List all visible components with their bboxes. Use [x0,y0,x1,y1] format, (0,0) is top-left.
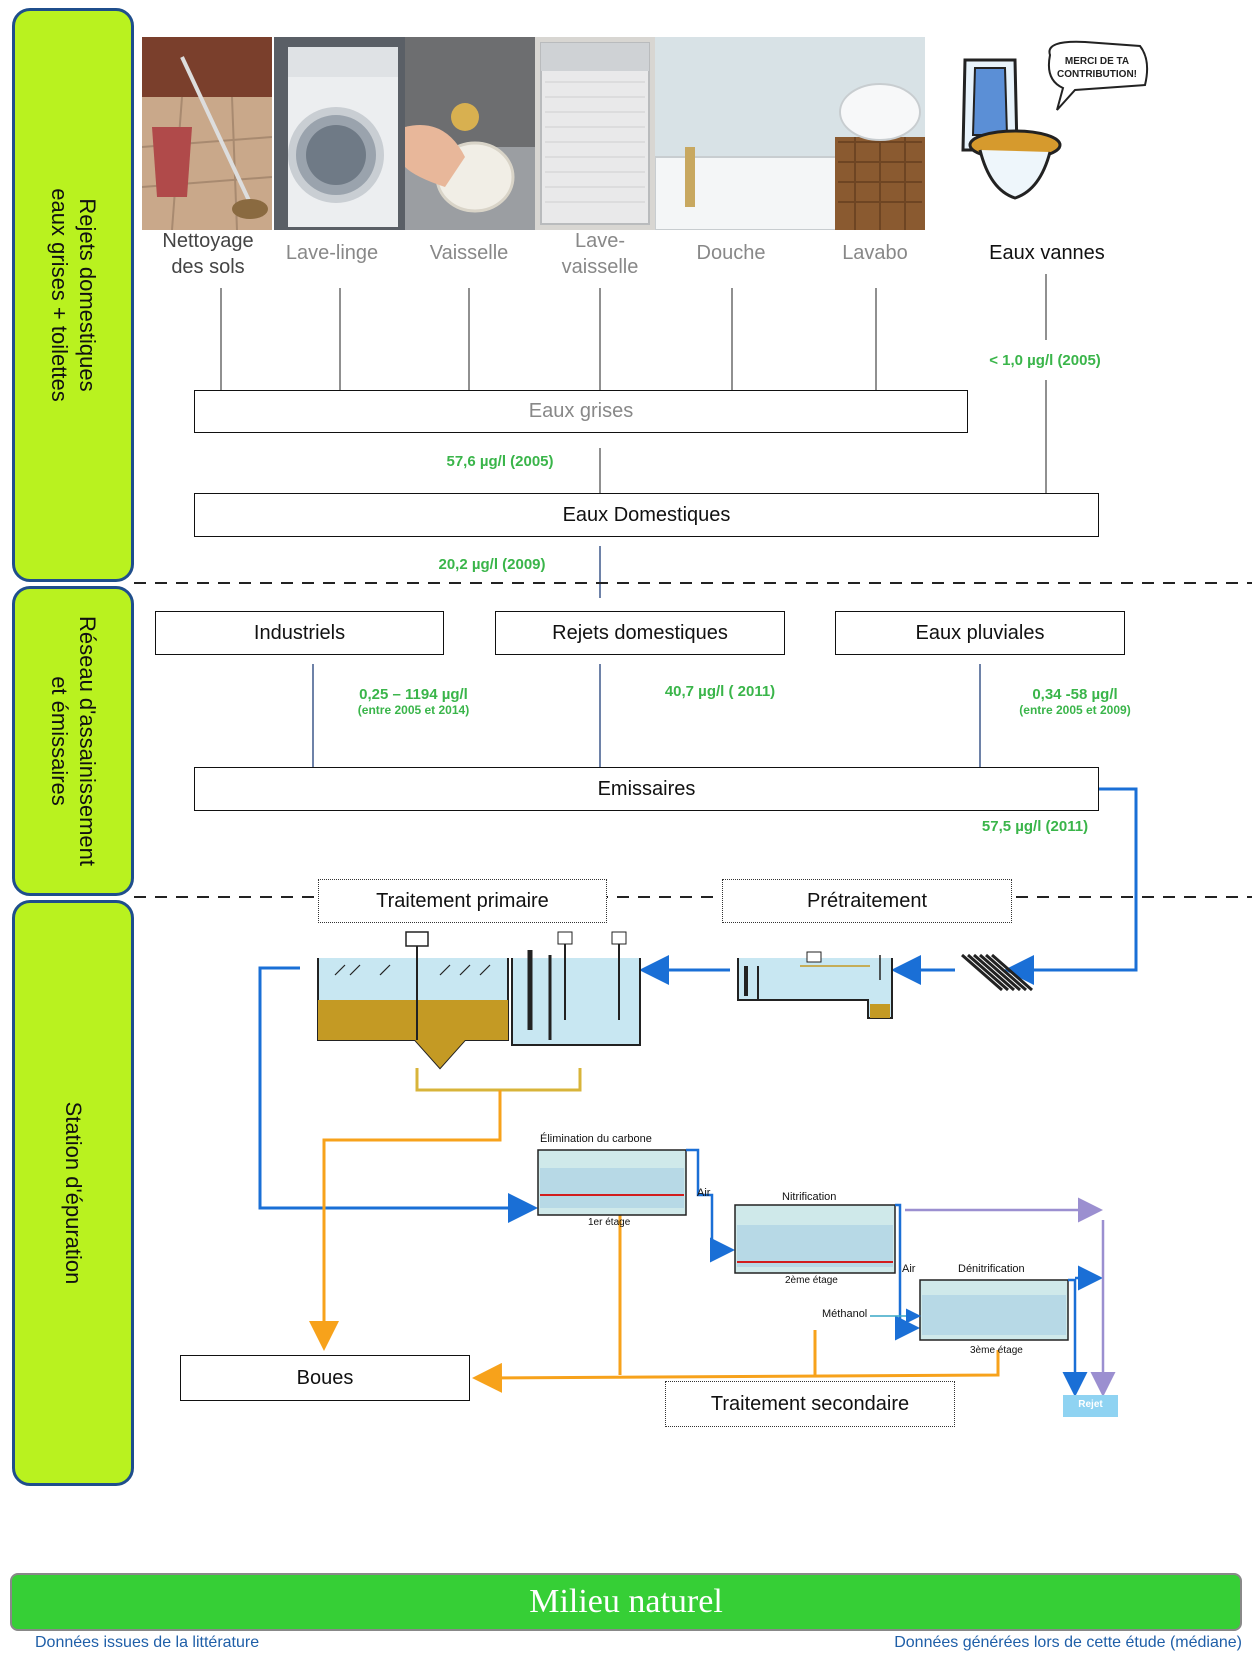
sidebar-station: Station d'épuration [12,900,134,1486]
value-domestic-2009: 20,2 µg/l (2009) [438,556,546,573]
label-stage-2: 2ème étage [785,1275,838,1286]
legend-study: Données générées lors de cette étude (mé… [894,1634,1242,1651]
label-air-1: Air [697,1187,711,1199]
legend-literature: Données issues de la littérature [35,1634,260,1651]
sidebar-network: Réseau d'assainissement et émissaires [12,586,134,896]
value-emissaries: 57,5 µg/l (2011) [981,818,1089,835]
label-denitrification: Dénitrification [958,1263,1025,1275]
washing-machine-photo [274,37,405,230]
value-industrial-range: 0,25 – 1194 µg/l [359,686,468,703]
box-domestic-discharge: Rejets domestiques [495,611,785,655]
value-rain-period: (entre 2005 et 2009) [1019,703,1131,717]
cartoon-speech-line1: MERCI DE TA [1065,56,1129,67]
box-emissaries: Emissaires [194,767,1099,811]
value-domestic-2011: 40,7 µg/l ( 2011) [664,683,776,700]
box-greywater: Eaux grises [194,390,968,433]
label-carbon-removal: Élimination du carbone [540,1133,652,1145]
value-rain: 0,34 -58 µg/l (entre 2005 et 2009) [995,686,1155,717]
value-rain-range: 0,34 -58 µg/l [1032,686,1118,703]
label-reject: Rejet [1078,1399,1103,1410]
box-industrial: Industriels [155,611,444,655]
box-pretreatment: Prétraitement [722,879,1012,923]
source-floor-cleaning: Nettoyage des sols [162,230,254,278]
bathroom-photo [655,37,925,230]
label-stage-3: 3ème étage [970,1345,1023,1356]
source-shower: Douche [696,242,766,264]
box-domestic-water: Eaux Domestiques [194,493,1099,537]
source-dishes: Vaisselle [429,242,509,264]
dishes-photo [405,37,535,230]
value-greywater: 57,6 µg/l (2005) [446,453,554,470]
value-industrial: 0,25 – 1194 µg/l (entre 2005 et 2014) [326,686,501,717]
value-blackwater: < 1,0 µg/l (2005) [989,352,1101,369]
box-rainwater: Eaux pluviales [835,611,1125,655]
box-sludge: Boues [180,1355,470,1401]
floor-cleaning-photo [142,37,272,230]
source-sink: Lavabo [842,242,908,264]
natural-environment-bar: Milieu naturel [10,1573,1242,1631]
source-washing-machine: Lave-linge [285,242,379,264]
source-blackwater: Eaux vannes [989,242,1105,264]
cartoon-speech-line2: CONTRIBUTION! [1057,69,1137,80]
dishwasher-photo [535,37,655,230]
value-industrial-period: (entre 2005 et 2014) [357,703,470,717]
box-secondary-treatment: Traitement secondaire [665,1381,955,1427]
sidebar-domestic: Rejets domestiques eaux grises + toilett… [12,8,134,582]
source-dishwasher: Lave- vaisselle [561,230,639,278]
label-nitrification: Nitrification [782,1191,837,1203]
label-methanol: Méthanol [822,1308,868,1320]
toilet-cartoon: MERCI DE TA CONTRIBUTION! [961,40,1149,200]
label-stage-1: 1er étage [588,1217,631,1228]
box-primary-treatment: Traitement primaire [318,879,607,923]
label-air-2: Air [902,1263,916,1275]
